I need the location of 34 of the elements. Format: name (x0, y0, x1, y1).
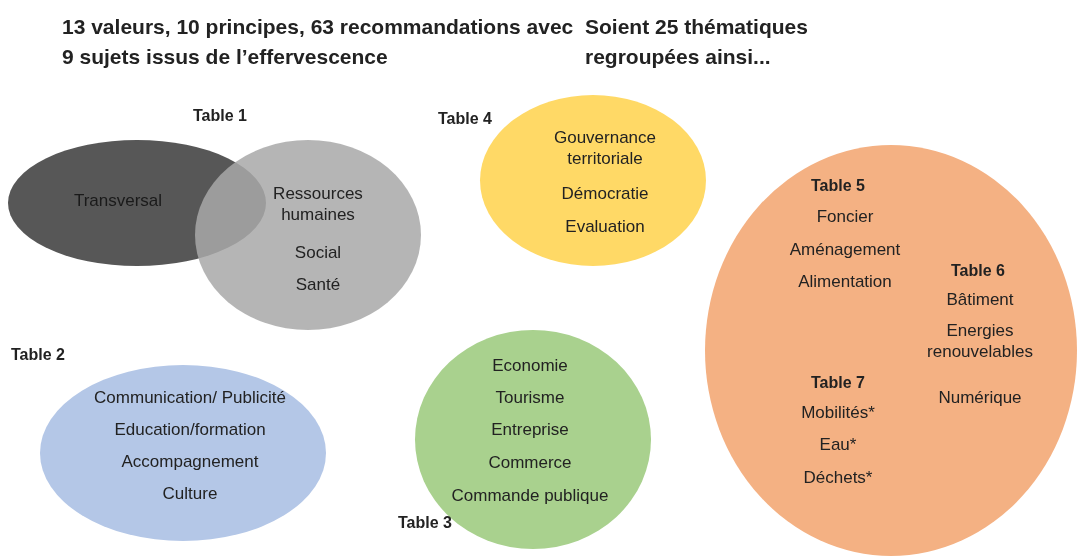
theme-label: Transversal (72, 190, 164, 212)
header-text: 13 valeurs, 10 principes, 63 recommandations avec 9 sujets issus de l’effervescence (62, 14, 575, 71)
theme-label: Démocratie (560, 183, 650, 205)
theme-label: Culture (161, 483, 219, 505)
table-heading: Table 2 (10, 345, 66, 365)
theme-label: Déchets* (802, 467, 874, 489)
theme-label: Education/formation (113, 419, 267, 441)
theme-label: Ressources humaines (272, 182, 364, 226)
theme-label: Numérique (937, 387, 1023, 409)
theme-label: Evaluation (564, 216, 646, 238)
theme-label: Gouvernance territoriale (552, 126, 658, 170)
table-heading: Table 4 (437, 109, 493, 129)
theme-label: Social (293, 242, 343, 264)
theme-label: Commande publique (450, 485, 610, 507)
theme-label: Tourisme (494, 387, 566, 409)
theme-label: Foncier (815, 206, 875, 228)
theme-label: Economie (491, 355, 569, 377)
table-heading: Table 3 (397, 513, 453, 533)
theme-label: Energies renouvelables (926, 319, 1034, 363)
table-heading: Table 1 (192, 106, 248, 126)
theme-label: Eau* (818, 434, 858, 456)
theme-label: Mobilités* (800, 402, 876, 424)
theme-label: Alimentation (797, 271, 893, 293)
theme-label: Commerce (487, 452, 573, 474)
table-heading: Table 7 (810, 373, 866, 393)
theme-label: Bâtiment (945, 289, 1015, 311)
theme-label: Entreprise (490, 419, 570, 441)
theme-label: Communication/ Publicité (93, 387, 287, 409)
table-heading: Table 5 (810, 176, 866, 196)
theme-label: Aménagement (788, 239, 902, 261)
table-heading: Table 6 (950, 261, 1006, 281)
theme-label: Accompagnement (120, 451, 260, 473)
theme-label: Santé (294, 274, 342, 296)
header-text: Soient 25 thématiques regroupées ainsi... (585, 14, 809, 71)
